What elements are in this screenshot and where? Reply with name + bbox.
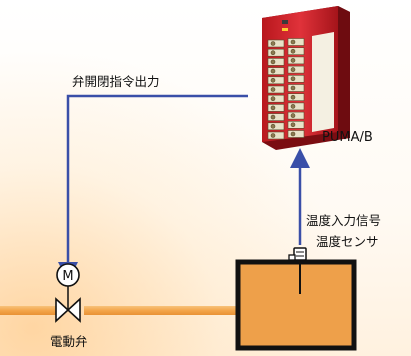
terminal-block: [267, 58, 285, 66]
terminal-block: [287, 121, 305, 129]
terminal-screw-icon: [290, 131, 296, 137]
terminal-block: [267, 94, 285, 103]
terminal-block: [287, 65, 305, 74]
terminal-block: [287, 130, 305, 138]
controller-label: PUMA/B: [322, 130, 373, 145]
valve-command-arrow: [58, 94, 248, 282]
terminal-screw-icon: [290, 94, 296, 100]
terminal-screw-icon: [270, 59, 276, 65]
terminal-screw-icon: [290, 48, 296, 54]
terminal-screw-icon: [290, 113, 296, 118]
terminal-block: [287, 75, 305, 83]
terminal-block: [287, 84, 305, 92]
terminal-screw-icon: [270, 50, 276, 56]
terminal-screw-icon: [290, 39, 296, 45]
temperature-sensor-label: 温度センサ: [316, 234, 379, 249]
valve-command-label: 弁開閉指令出力: [72, 74, 160, 89]
terminal-block: [267, 85, 285, 94]
terminal-screw-icon: [290, 85, 296, 91]
terminal-block: [267, 39, 285, 48]
terminal-block: [267, 113, 285, 121]
terminal-screw-icon: [270, 124, 276, 129]
terminal-screw-icon: [270, 78, 276, 83]
terminal-screw-icon: [290, 122, 296, 128]
terminal-block: [267, 131, 285, 140]
terminal-block: [267, 48, 285, 57]
terminal-block: [267, 104, 285, 112]
controller-unit: [262, 6, 350, 150]
temperature-input-label: 温度入力信号: [306, 213, 381, 228]
temperature-sensor-icon: [288, 247, 307, 294]
terminal-screw-icon: [290, 58, 296, 63]
terminal-block: [267, 122, 285, 131]
terminal-screw-icon: [270, 96, 276, 101]
terminal-screw-icon: [270, 133, 276, 138]
terminal-block: [287, 38, 305, 46]
motor-valve-label: 電動弁: [50, 334, 88, 349]
pipe: [0, 306, 240, 315]
terminal-screw-icon: [270, 87, 276, 92]
terminal-screw-icon: [270, 105, 276, 111]
terminal-block: [287, 47, 305, 56]
terminal-screw-icon: [290, 76, 296, 82]
terminal-screw-icon: [270, 68, 276, 74]
terminal-block: [287, 102, 305, 111]
terminal-block: [267, 76, 285, 85]
terminal-block: [267, 67, 285, 75]
terminal-block: [287, 56, 305, 65]
terminal-screw-icon: [290, 67, 296, 72]
terminal-block: [287, 93, 305, 101]
terminal-screw-icon: [270, 114, 276, 120]
motor-valve-icon: [55, 263, 81, 323]
terminal-screw-icon: [290, 104, 296, 109]
motor-symbol: M: [62, 269, 73, 284]
terminal-screw-icon: [270, 41, 276, 46]
terminal-block: [287, 111, 305, 120]
tank: [235, 259, 357, 351]
